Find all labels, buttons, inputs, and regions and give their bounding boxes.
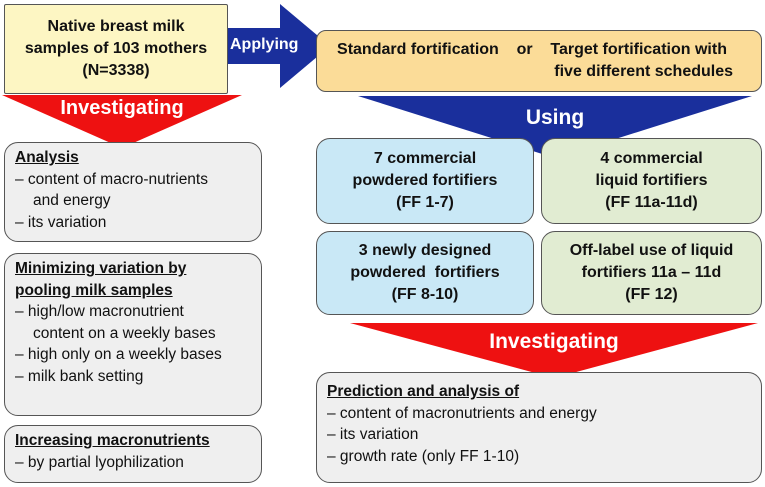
using-label: Using <box>525 106 585 129</box>
prediction-item-1: – content of macronutrients and energy <box>327 404 597 422</box>
fortifier-2-line-1: 4 commercial <box>600 150 703 167</box>
fortifier-box-off-label: Off-label use of liquid fortifiers 11a –… <box>541 231 762 315</box>
using-arrow-shape <box>358 96 752 158</box>
pooling-item-1-cont: content on a weekly bases <box>33 324 216 342</box>
prediction-item-3: – growth rate (only FF 1-10) <box>327 447 520 465</box>
fortifier-4-line-1: Off-label use of liquid <box>569 242 734 259</box>
fortifier-3-line-3: (FF 8-10) <box>391 286 459 303</box>
analysis-item-2: – its variation <box>15 213 107 231</box>
analysis-box: Analysis – content of macro-nutrients an… <box>4 142 262 242</box>
fortifier-2-line-2: liquid fortifiers <box>595 172 708 189</box>
fortifier-box-commercial-powdered: 7 commercial powdered fortifiers (FF 1-7… <box>316 138 534 224</box>
fortifier-1-line-3: (FF 1-7) <box>396 194 454 211</box>
fortification-line-1: Standard fortification or Target fortifi… <box>337 41 727 58</box>
pooling-heading-1: Minimizing variation by <box>15 260 187 277</box>
prediction-item-2: – its variation <box>327 426 419 443</box>
fortifier-box-commercial-liquid: 4 commercial liquid fortifiers (FF 11a-1… <box>541 138 762 224</box>
pooling-item-1: – high/low macronutrient <box>15 303 184 320</box>
prediction-heading: Prediction and analysis of <box>327 383 520 400</box>
fortifier-4-line-2: fortifiers 11a – 11d <box>581 264 722 281</box>
investigating-arrow-left-shape <box>2 95 242 148</box>
fortification-line-2: five different schedules <box>554 63 733 80</box>
increasing-heading: Increasing macronutrients <box>15 432 210 449</box>
investigating-label-right: Investigating <box>489 330 619 353</box>
pooling-box: Minimizing variation by pooling milk sam… <box>4 253 262 416</box>
fortifier-box-new-powdered: 3 newly designed powdered fortifiers (FF… <box>316 231 534 315</box>
pooling-item-2: – high only on a weekly bases <box>15 346 222 363</box>
analysis-item-1: – content of macro-nutrients <box>15 170 208 188</box>
increasing-box: Increasing macronutrients – by partial l… <box>4 425 262 483</box>
fortifier-1-line-1: 7 commercial <box>373 150 477 167</box>
analysis-heading: Analysis <box>15 149 79 166</box>
prediction-box: Prediction and analysis of – content of … <box>316 372 762 483</box>
fortifier-4-line-3: (FF 12) <box>625 286 678 303</box>
source-line-2: samples of 103 mothers <box>24 40 208 57</box>
investigating-arrow-right-shape <box>350 323 758 378</box>
pooling-item-3: – milk bank setting <box>15 367 144 385</box>
applying-arrow-shape <box>228 4 330 88</box>
investigating-label-left: Investigating <box>60 97 184 119</box>
pooling-heading-2: pooling milk samples <box>15 281 173 299</box>
fortifier-2-line-3: (FF 11a-11d) <box>605 194 698 211</box>
source-line-3: (N=3338) <box>82 62 150 79</box>
applying-label: Applying <box>230 36 299 53</box>
analysis-item-1-cont: and energy <box>33 192 111 209</box>
fortifier-1-line-2: powdered fortifiers <box>352 172 498 189</box>
source-box: Native breast milk samples of 103 mother… <box>4 4 228 94</box>
source-line-1: Native breast milk <box>47 18 185 35</box>
fortification-box: Standard fortification or Target fortifi… <box>316 30 762 92</box>
increasing-item-1: – by partial lyophilization <box>15 453 184 471</box>
fortifier-3-line-1: 3 newly designed <box>358 242 492 259</box>
fortifier-3-line-2: powdered fortifiers <box>350 264 500 281</box>
